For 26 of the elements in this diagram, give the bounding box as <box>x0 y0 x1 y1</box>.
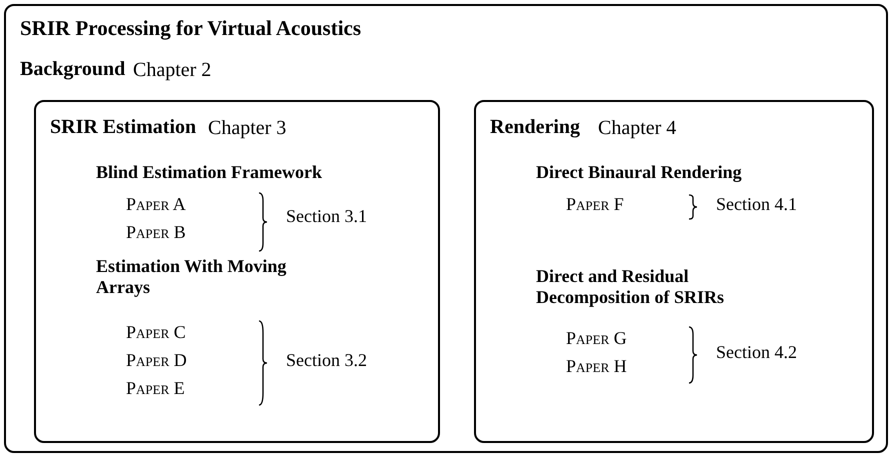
subheading: Estimation With Moving Arrays <box>96 256 288 298</box>
section-label: Section 4.1 <box>716 194 797 215</box>
subheading: Direct and Residual Decomposition of SRIRs <box>536 266 726 308</box>
paper-label: Paper G <box>566 328 627 349</box>
paper-label: Paper F <box>566 194 624 215</box>
paper-label: Paper A <box>126 194 186 215</box>
heading: Background <box>20 58 126 81</box>
section-label: Section 4.2 <box>716 342 797 363</box>
chapter-box <box>34 100 440 443</box>
chapter-label: Chapter 4 <box>598 117 676 140</box>
outer-panel <box>4 4 888 453</box>
subheading: Direct Binaural Rendering <box>536 162 742 183</box>
chapter-box <box>474 100 874 443</box>
chapter-label: Chapter 3 <box>208 117 286 140</box>
panel-heading: SRIR Processing for Virtual Acoustics <box>20 16 362 40</box>
paper-label: Paper D <box>126 350 187 371</box>
paper-label: Paper E <box>126 378 185 399</box>
subheading: Blind Estimation Framework <box>96 162 322 183</box>
section-label: Section 3.2 <box>286 350 367 371</box>
paper-label: Paper H <box>566 356 627 377</box>
heading: Rendering <box>490 116 580 139</box>
paper-label: Paper B <box>126 222 186 243</box>
paper-label: Paper C <box>126 322 186 343</box>
section-label: Section 3.1 <box>286 206 367 227</box>
chapter-label: Chapter 2 <box>133 59 212 82</box>
heading: SRIR Estimation <box>50 116 196 139</box>
